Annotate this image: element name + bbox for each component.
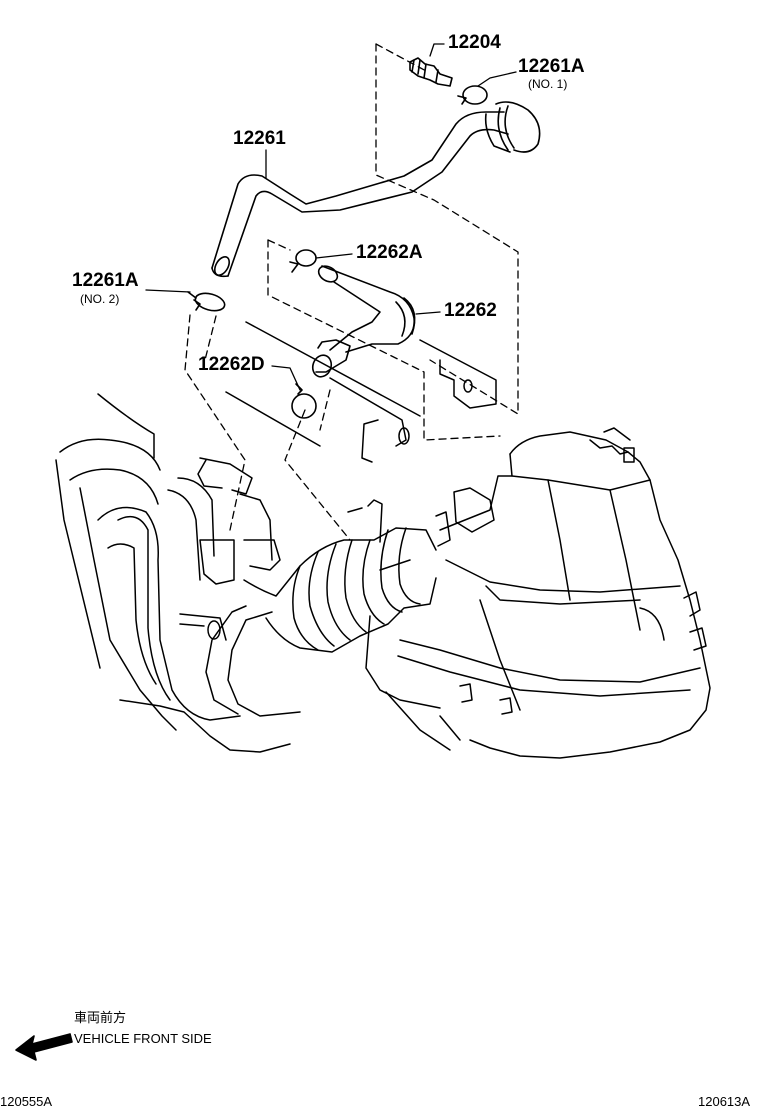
drawing-code-left: 120555A <box>0 1094 53 1109</box>
clamp-12261A-no2 <box>187 291 226 312</box>
part-label-12261A-no2: 12261A <box>72 270 139 291</box>
vacuum-sensor-12204 <box>409 57 453 87</box>
hose-12261 <box>211 101 541 278</box>
part-label-12262: 12262 <box>444 300 497 321</box>
part-label-12261A-no1: 12261A <box>518 56 585 77</box>
vehicle-front-arrow <box>15 1033 73 1061</box>
drawing-code-right: 120613A <box>698 1094 751 1109</box>
part-label-12262D: 12262D <box>198 354 265 375</box>
hose-12262 <box>311 265 416 378</box>
part-label-12262A: 12262A <box>356 242 423 263</box>
front-side-english-label: VEHICLE FRONT SIDE <box>74 1031 212 1046</box>
clamp-12261A-no1 <box>457 85 488 105</box>
plug-12262D <box>291 383 317 419</box>
part-label-12261: 12261 <box>233 128 286 149</box>
front-side-japanese-label: 車両前方 <box>74 1010 127 1025</box>
dashed-guide-lines <box>184 43 519 541</box>
part-note-no2: (NO. 2) <box>80 292 120 306</box>
engine-assembly <box>55 321 711 759</box>
part-label-12204: 12204 <box>448 32 501 53</box>
part-note-no1: (NO. 1) <box>528 77 568 91</box>
leader-lines <box>145 43 517 391</box>
clamp-12262A <box>289 249 317 273</box>
